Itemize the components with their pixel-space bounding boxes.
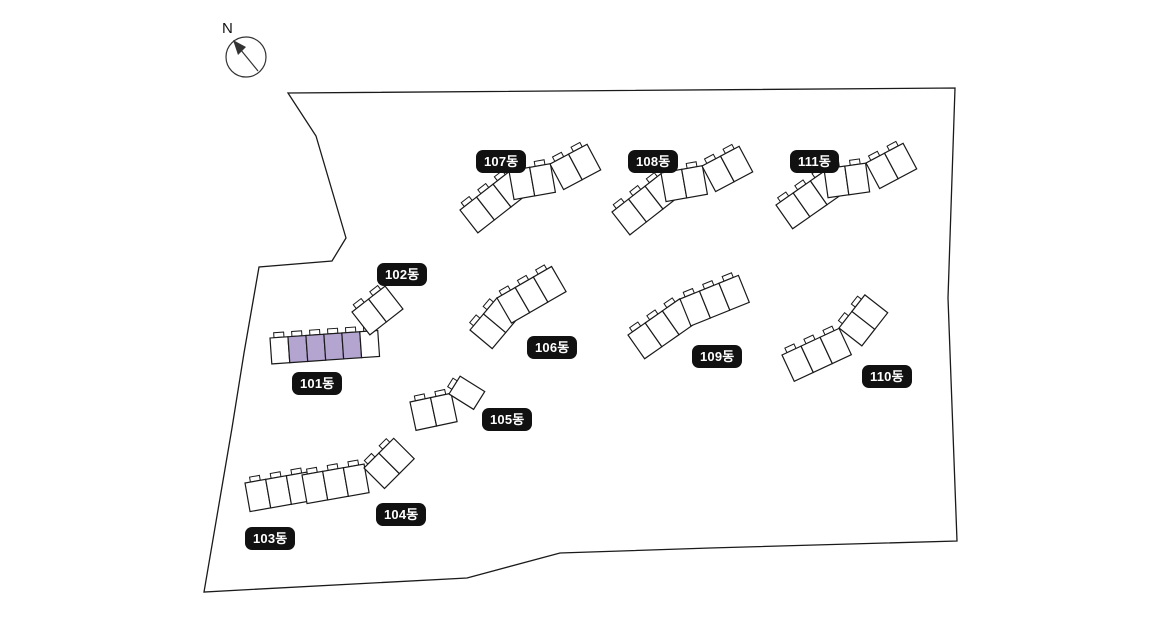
compass-north-label: N	[222, 20, 233, 37]
building-badge-107[interactable]: 107동	[476, 150, 527, 173]
building-badge-105[interactable]: 105동	[482, 408, 533, 431]
building-109[interactable]	[625, 271, 751, 360]
building-badge-109[interactable]: 109동	[692, 345, 743, 368]
building-110[interactable]	[780, 292, 889, 383]
building-108[interactable]	[609, 142, 754, 236]
building-107[interactable]	[457, 140, 602, 234]
building-badge-108[interactable]: 108동	[628, 150, 679, 173]
buildings-layer	[244, 139, 918, 513]
compass-needle-tip	[233, 40, 246, 55]
compass: N	[222, 20, 267, 78]
building-badge-111[interactable]: 111동	[790, 150, 840, 173]
building-badge-101[interactable]: 101동	[292, 372, 343, 395]
building-103[interactable]	[244, 467, 313, 513]
building-badge-103[interactable]: 103동	[245, 527, 296, 550]
building-102[interactable]	[349, 282, 404, 336]
building-106[interactable]	[466, 262, 567, 350]
building-badge-110[interactable]: 110동	[862, 365, 912, 388]
building-badge-104[interactable]: 104동	[376, 503, 427, 526]
building-105[interactable]	[409, 374, 486, 432]
site-boundary	[203, 87, 958, 593]
building-104[interactable]	[301, 435, 416, 505]
building-badge-106[interactable]: 106동	[527, 336, 578, 359]
building-101[interactable]	[269, 325, 381, 365]
building-111[interactable]	[773, 139, 918, 230]
building-badge-102[interactable]: 102동	[377, 263, 428, 286]
compass-circle	[225, 36, 267, 78]
